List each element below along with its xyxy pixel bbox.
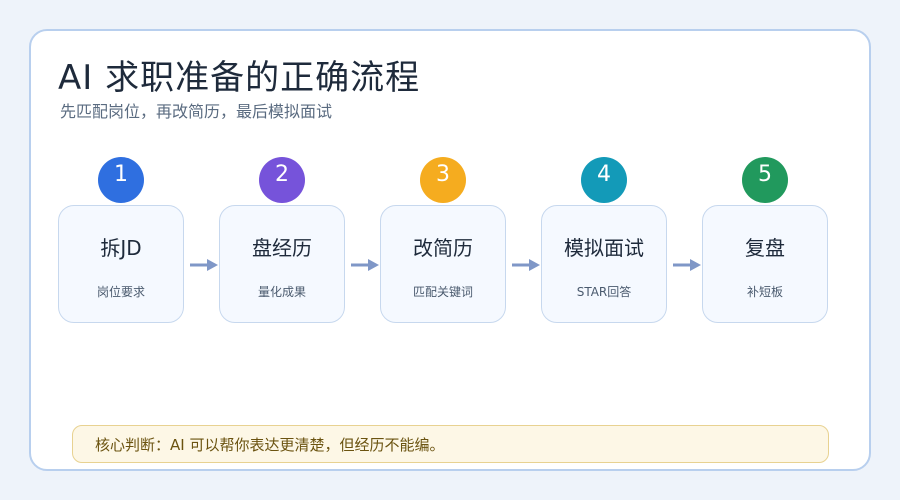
- step-2-number: 2: [275, 161, 289, 187]
- step-4-box: 模拟面试 STAR回答: [541, 205, 667, 323]
- step-1-number-badge: 1: [98, 157, 144, 203]
- step-3-box: 改简历 匹配关键词: [380, 205, 506, 323]
- key-judgment-note: 核心判断：AI 可以帮你表达更清楚，但经历不能编。: [72, 425, 829, 463]
- arrow-right-icon: [351, 259, 379, 271]
- key-judgment-text: 核心判断：AI 可以帮你表达更清楚，但经历不能编。: [95, 435, 445, 454]
- step-3: 3 改简历 匹配关键词: [380, 157, 506, 325]
- step-4-title: 模拟面试: [564, 236, 644, 260]
- step-1: 1 拆JD 岗位要求: [58, 157, 184, 325]
- step-1-title: 拆JD: [100, 236, 142, 260]
- step-2-box: 盘经历 量化成果: [219, 205, 345, 323]
- step-3-title: 改简历: [413, 236, 473, 260]
- step-1-number: 1: [114, 161, 128, 187]
- step-4-desc: STAR回答: [576, 285, 632, 299]
- step-5: 5 复盘 补短板: [702, 157, 828, 325]
- step-3-desc: 匹配关键词: [412, 285, 473, 299]
- step-4-number: 4: [597, 161, 611, 187]
- diagram-title: AI 求职准备的正确流程: [58, 58, 421, 98]
- diagram-subtitle: 先匹配岗位，再改简历，最后模拟面试: [60, 102, 333, 121]
- step-5-number-badge: 5: [742, 157, 788, 203]
- step-5-box: 复盘 补短板: [702, 205, 828, 323]
- arrow-right-icon: [190, 259, 218, 271]
- step-1-desc: 岗位要求: [96, 285, 145, 299]
- step-2: 2 盘经历 量化成果: [219, 157, 345, 325]
- step-5-desc: 补短板: [746, 285, 783, 299]
- step-4-number-badge: 4: [581, 157, 627, 203]
- step-2-number-badge: 2: [259, 157, 305, 203]
- step-1-box: 拆JD 岗位要求: [58, 205, 184, 323]
- step-4: 4 模拟面试 STAR回答: [541, 157, 667, 325]
- step-5-title: 复盘: [745, 236, 785, 260]
- step-2-title: 盘经历: [252, 236, 312, 260]
- arrow-right-icon: [673, 259, 701, 271]
- step-3-number: 3: [436, 161, 450, 187]
- step-3-number-badge: 3: [420, 157, 466, 203]
- arrow-right-icon: [512, 259, 540, 271]
- step-2-desc: 量化成果: [257, 285, 306, 299]
- step-5-number: 5: [758, 161, 772, 187]
